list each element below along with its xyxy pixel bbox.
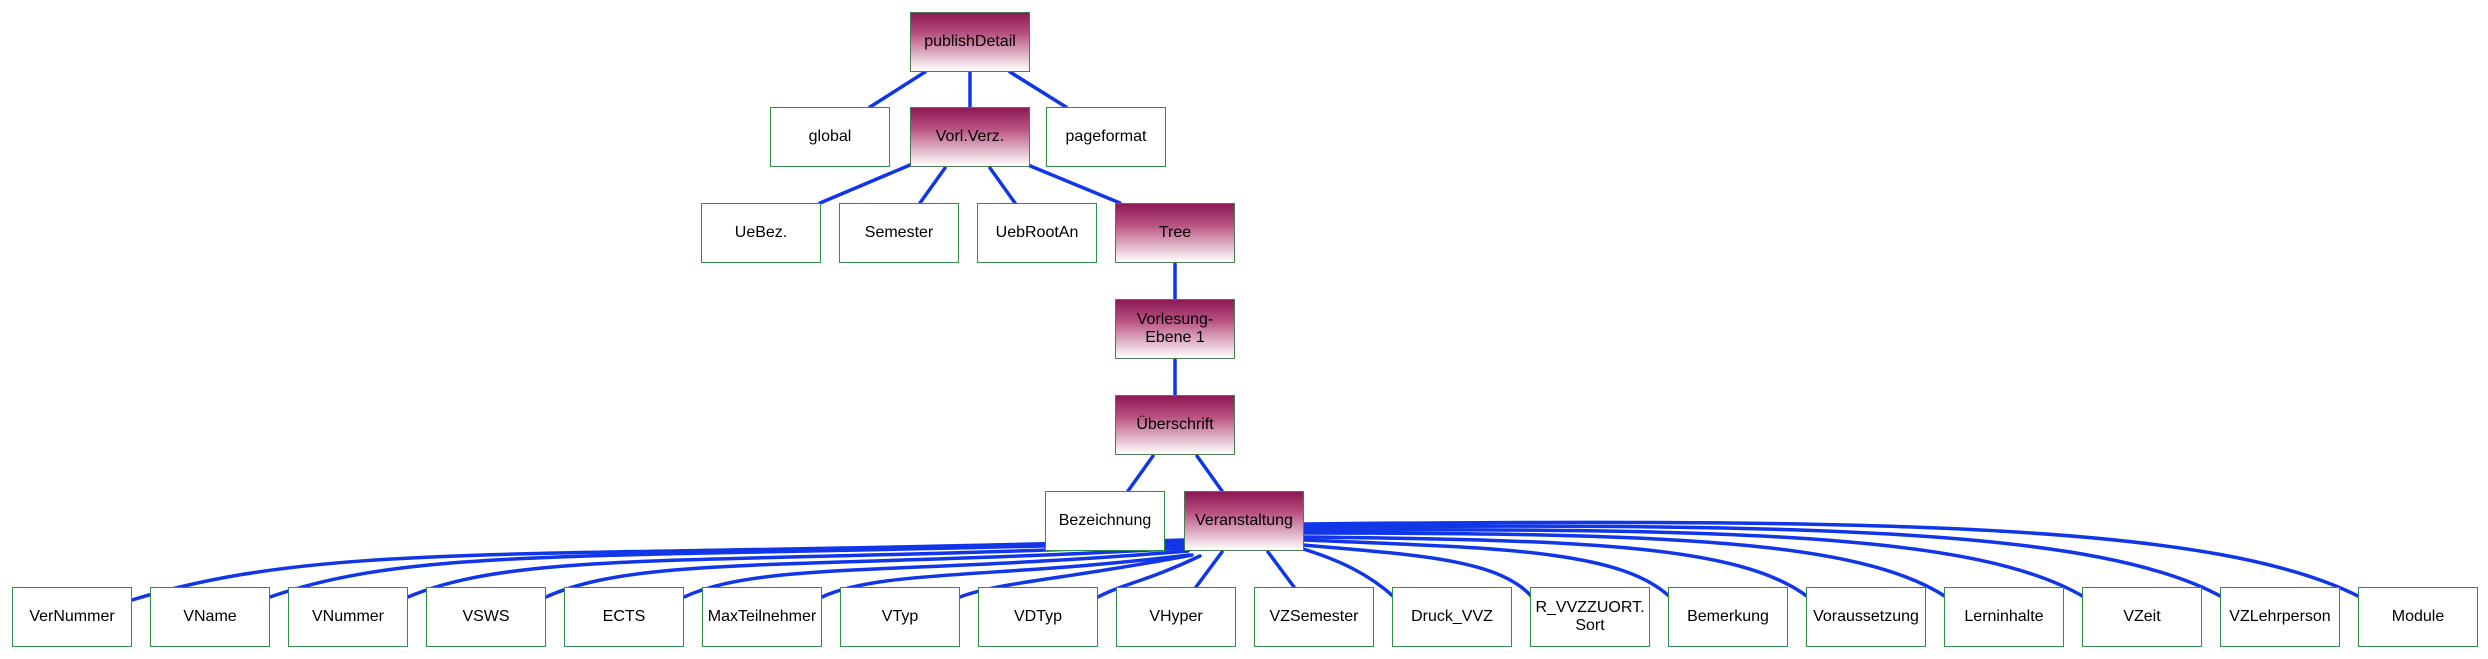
edge-vorlverz-uebez	[818, 163, 912, 205]
node-vsws[interactable]: VSWS	[426, 587, 546, 647]
edge-vorlverz-semester	[918, 166, 947, 205]
node-lerninhalte[interactable]: Lerninhalte	[1944, 587, 2064, 647]
edge-veranstaltung-druckvvz	[1298, 546, 1396, 599]
node-bemerkung[interactable]: Bemerkung	[1668, 587, 1788, 647]
edge-veranstaltung-module	[1303, 520, 2362, 599]
edge-veranstaltung-vtyp	[958, 553, 1194, 599]
edge-veranstaltung-vdtyp	[1096, 554, 1202, 599]
node-vtyp[interactable]: VTyp	[840, 587, 960, 647]
node-r-vvzzuort-sort[interactable]: R_VVZZUORT. Sort	[1530, 587, 1650, 647]
node-vernummer[interactable]: VerNummer	[12, 587, 132, 647]
node-vhyper[interactable]: VHyper	[1116, 587, 1236, 647]
edge-veranstaltung-vzlehrperson	[1303, 524, 2224, 599]
edge-vorlverz-tree	[1026, 163, 1122, 205]
edge-veranstaltung-bemerkung	[1302, 538, 1672, 599]
node-tree[interactable]: Tree	[1115, 203, 1235, 263]
node-druck-vvz[interactable]: Druck_VVZ	[1392, 587, 1512, 647]
node-uebrootan[interactable]: UebRootAn	[977, 203, 1097, 263]
node-vzsemester[interactable]: VZSemester	[1254, 587, 1374, 647]
node-veranstaltung[interactable]: Veranstaltung	[1184, 491, 1304, 551]
node-voraussetzung[interactable]: Voraussetzung	[1806, 587, 1926, 647]
node-ects[interactable]: ECTS	[564, 587, 684, 647]
node-global[interactable]: global	[770, 107, 890, 167]
node-vname[interactable]: VName	[150, 587, 270, 647]
edge-ueberschrift-bezeichnung	[1126, 454, 1155, 493]
node-vorl-verz[interactable]: Vorl.Verz.	[910, 107, 1030, 167]
edge-veranstaltung-vname	[268, 540, 1187, 599]
edge-veranstaltung-voraussetzung	[1303, 535, 1810, 599]
edge-veranstaltung-vsws	[544, 546, 1189, 599]
edge-veranstaltung-vhyper	[1194, 550, 1224, 589]
edge-vorlverz-uebrootan	[988, 166, 1017, 205]
node-maxteilnehmer[interactable]: MaxTeilnehmer	[702, 587, 822, 647]
edge-veranstaltung-vnummer	[406, 543, 1188, 599]
edge-publishdetail-pageformat	[1008, 70, 1068, 109]
node-pageformat[interactable]: pageformat	[1046, 107, 1166, 167]
node-vnummer[interactable]: VNummer	[288, 587, 408, 647]
edge-veranstaltung-ects	[682, 549, 1190, 599]
edge-ueberschrift-veranstaltung	[1195, 454, 1224, 493]
edge-veranstaltung-vernummer	[130, 538, 1186, 602]
node-ueberschrift[interactable]: Überschrift	[1115, 395, 1235, 455]
node-vzeit[interactable]: VZeit	[2082, 587, 2202, 647]
node-module[interactable]: Module	[2358, 587, 2478, 647]
node-vdtyp[interactable]: VDTyp	[978, 587, 1098, 647]
node-bezeichnung[interactable]: Bezeichnung	[1045, 491, 1165, 551]
edge-veranstaltung-rvvzzuort	[1301, 543, 1534, 599]
edge-veranstaltung-vzsemester	[1266, 550, 1296, 589]
node-semester[interactable]: Semester	[839, 203, 959, 263]
node-uebez[interactable]: UeBez.	[701, 203, 821, 263]
node-publishdetail[interactable]: publishDetail	[910, 12, 1030, 72]
edge-veranstaltung-lerninhalte	[1303, 531, 1948, 599]
node-vorlesung-ebene[interactable]: Vorlesung- Ebene 1	[1115, 299, 1235, 359]
edge-publishdetail-global	[868, 70, 927, 109]
edge-veranstaltung-vzeit	[1303, 527, 2086, 599]
node-vzlehrperson[interactable]: VZLehrperson	[2220, 587, 2340, 647]
